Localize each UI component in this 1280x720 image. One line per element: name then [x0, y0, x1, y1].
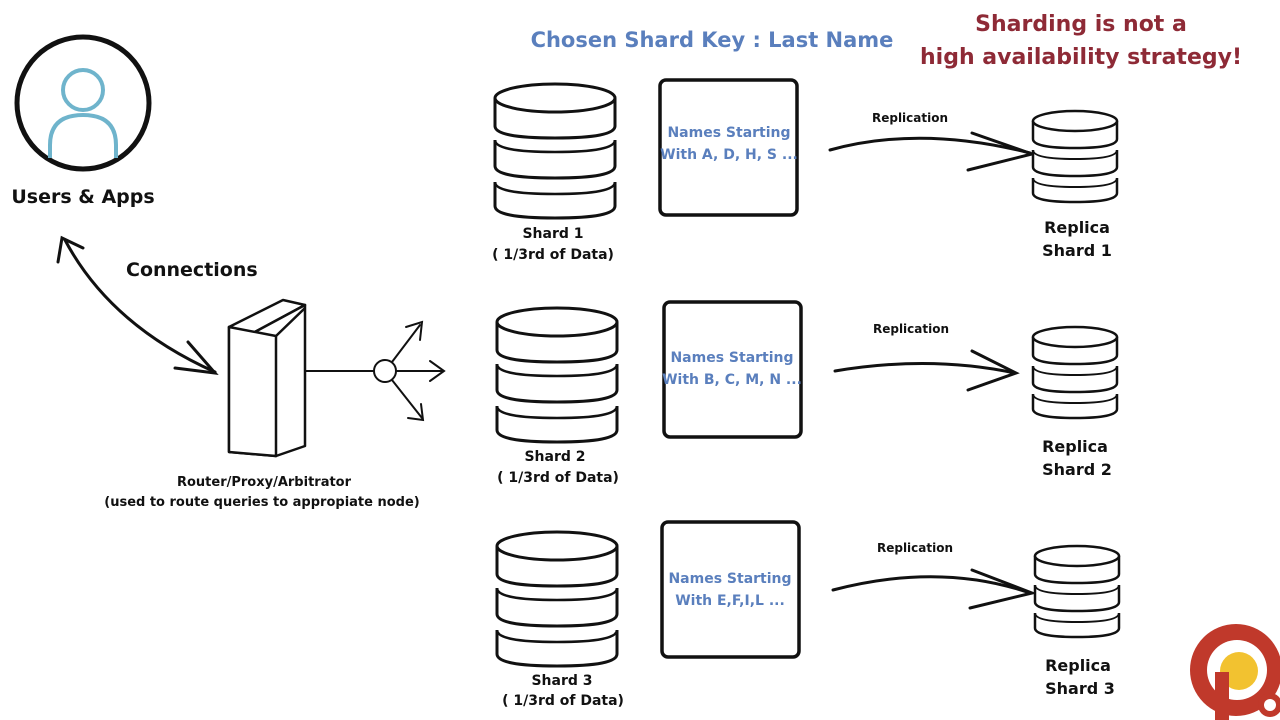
shard-1-key-box: [658, 78, 799, 217]
shard-1-portion: ( 1/3rd of Data): [492, 247, 614, 263]
replication-label-1: Replication: [871, 111, 949, 125]
shard-2-database-icon: [495, 306, 619, 444]
replica-1-database-icon: [1031, 109, 1119, 204]
connections-arrow: [56, 235, 219, 375]
shard-2-portion: ( 1/3rd of Data): [497, 470, 619, 486]
router-caption-line-1: Router/Proxy/Arbitrator: [176, 475, 352, 490]
router-caption-line-2: (used to route queries to appropiate nod…: [104, 495, 420, 510]
replica-2-line-2: Shard 2: [1042, 460, 1112, 479]
shard-key-title: Chosen Shard Key : Last Name: [530, 28, 894, 52]
connections-label: Connections: [126, 259, 258, 281]
replica-3-line-1: Replica: [1045, 656, 1111, 675]
warning-line-1: Sharding is not a: [975, 12, 1187, 37]
user-icon: [14, 34, 152, 172]
users-label: Users & Apps: [11, 186, 155, 208]
replication-label-2: Replication: [872, 322, 950, 336]
brand-logo-icon: [1190, 624, 1280, 720]
router-box: [227, 298, 307, 458]
shard-3-portion: ( 1/3rd of Data): [502, 693, 624, 709]
shard-3-names-line-1: Names Starting: [668, 571, 792, 587]
shard-1-names-line-1: Names Starting: [667, 125, 791, 141]
replication-label-3: Replication: [876, 541, 954, 555]
replica-1-line-2: Shard 1: [1042, 241, 1112, 260]
replica-3-line-2: Shard 3: [1045, 679, 1115, 698]
shard-2-key-box: [662, 300, 803, 439]
replica-2-database-icon: [1031, 325, 1119, 420]
shard-1-name: Shard 1: [522, 226, 584, 242]
shard-3-key-box: [660, 520, 801, 659]
shard-2-names-line-2: With B, C, M, N ...: [662, 372, 802, 388]
shard-2-names-line-1: Names Starting: [670, 350, 794, 366]
replication-arrow-3: [831, 575, 1032, 595]
replication-arrow-1: [828, 136, 1032, 155]
shard-1-database-icon: [493, 82, 617, 220]
shard-2-name: Shard 2: [524, 449, 586, 465]
shard-1-names-line-2: With A, D, H, S ...: [660, 147, 798, 163]
shard-3-database-icon: [495, 530, 619, 668]
warning-line-2: high availability strategy!: [920, 45, 1242, 70]
shard-3-name: Shard 3: [531, 673, 593, 689]
replication-arrow-2: [833, 362, 1017, 375]
shard-3-names-line-2: With E,F,I,L ...: [675, 593, 785, 609]
replica-2-line-1: Replica: [1042, 437, 1108, 456]
router-fanout-arrows: [304, 320, 446, 422]
replica-1-line-1: Replica: [1044, 218, 1110, 237]
replica-3-database-icon: [1033, 544, 1121, 639]
